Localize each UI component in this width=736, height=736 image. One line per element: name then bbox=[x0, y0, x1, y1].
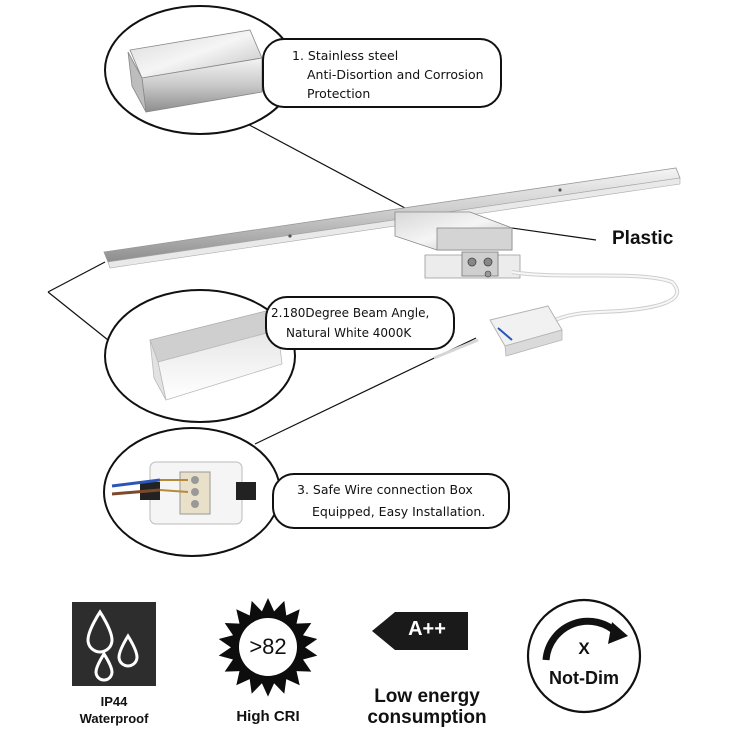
cri-label: High CRI bbox=[236, 708, 300, 725]
callout-stainless bbox=[262, 38, 502, 108]
not-dim-icon bbox=[526, 598, 642, 714]
detail-circle-beam bbox=[104, 289, 296, 423]
callout-wire bbox=[272, 473, 510, 529]
not-dim-mark: X bbox=[578, 639, 590, 658]
leader-stainless bbox=[239, 119, 406, 209]
mirror-lamp-bar bbox=[103, 167, 681, 279]
callout-beam-line2: Natural White 4000K bbox=[286, 326, 412, 340]
waterproof-label: Waterproof bbox=[79, 711, 149, 726]
energy-arrow-icon bbox=[372, 612, 468, 650]
leader-beam-a bbox=[47, 261, 106, 293]
cri-sunburst-icon bbox=[218, 598, 318, 697]
leader-beam-b bbox=[47, 291, 109, 341]
callout-stainless-line3: Protection bbox=[307, 86, 371, 101]
energy-label-line1: Low energy bbox=[374, 686, 480, 707]
cri-value: >82 bbox=[249, 634, 287, 659]
plastic-label: Plastic bbox=[612, 228, 674, 249]
callout-beam bbox=[265, 296, 455, 350]
waterproof-icon bbox=[72, 602, 156, 686]
not-dim-label: Not-Dim bbox=[549, 668, 619, 688]
callout-wire-line1: 3. Safe Wire connection Box bbox=[297, 482, 473, 497]
callout-stainless-line1: 1. Stainless steel bbox=[292, 48, 399, 63]
power-cable bbox=[433, 270, 680, 360]
callout-beam-line1: 2.180Degree Beam Angle, bbox=[271, 306, 430, 320]
energy-rating: A++ bbox=[408, 618, 446, 640]
ip44-label: IP44 bbox=[100, 694, 128, 709]
callout-stainless-line2: Anti-Disortion and Corrosion bbox=[307, 67, 484, 82]
energy-label-line2: consumption bbox=[367, 707, 487, 728]
callout-wire-line2: Equipped, Easy Installation. bbox=[312, 504, 486, 519]
detail-circle-stainless bbox=[104, 5, 296, 135]
detail-circle-wire bbox=[103, 427, 281, 557]
